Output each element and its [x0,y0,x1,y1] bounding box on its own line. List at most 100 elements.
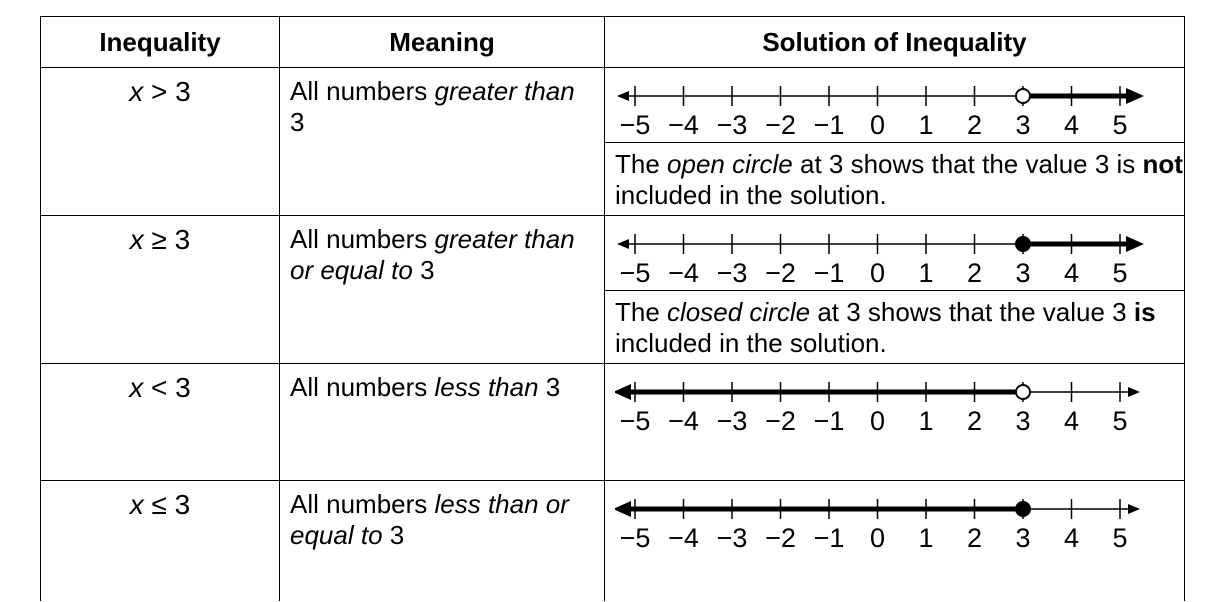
variable: x [129,489,144,520]
meaning-text: 3 [538,372,561,402]
tick-label: −5 [620,258,651,288]
meaning-emphasis: greater than [434,76,575,106]
tick-label: −4 [668,523,699,553]
meaning-emphasis: greater than or equal to [290,224,575,285]
tick-label: −4 [668,110,699,140]
meaning-emphasis: less than or equal to [290,489,569,550]
tick-label: 5 [1112,523,1127,553]
tick-label: 0 [870,406,885,436]
meaning-text: 3 [382,520,405,550]
note-text: The [615,149,668,179]
inequality-cell: x ≥ 3 [40,215,280,364]
inequality-operator: ≥ 3 [143,224,191,255]
solution-arrow [1126,88,1144,104]
inequality-cell: x > 3 [40,67,280,216]
tick-label: 4 [1064,523,1079,553]
tick-label: −1 [814,523,845,553]
tick-label: 3 [1015,110,1030,140]
solution-arrow [615,501,631,517]
note-text: included in the solution. [615,328,887,358]
tick-label: 5 [1112,258,1127,288]
variable: x [129,224,144,255]
tick-label: −2 [765,110,796,140]
meaning-text: All numbers [290,489,435,519]
tick-label: 2 [967,110,982,140]
solution-cell: −5 −4 −3 −2 −1 0 1 2 3 4 5 The closed circle at 3 … [604,215,1185,364]
tick-label: −3 [717,110,748,140]
tick-label: 2 [967,523,982,553]
axis-arrow-right [1128,387,1140,397]
solution-arrow [615,384,631,400]
note-text: included in the solution. [615,180,887,210]
note-strong: is [1133,297,1156,327]
tick-label: 1 [918,258,933,288]
note-text: at 3 shows that the value 3 is [792,149,1143,179]
meaning-cell: All numbers less than or equal to 3 [279,480,605,601]
meaning-cell: All numbers less than 3 [279,363,605,481]
tick-label: −5 [620,523,651,553]
closed-circle [1015,501,1031,517]
note-strong: not [1142,149,1183,179]
tick-label: 4 [1064,258,1079,288]
number-line: −5 −4 −3 −2 −1 0 1 2 3 4 5 [617,234,1144,288]
note-emphasis: closed circle [667,297,811,327]
table-row: x > 3 All numbers greater than 3 −5−4−3−… [40,67,1185,216]
axis-arrow-left [617,239,629,249]
tick-label: −4 [668,258,699,288]
tick-label: 3 [1015,406,1030,436]
meaning-text: All numbers [290,76,435,106]
meaning-cell: All numbers greater than 3 [279,67,605,216]
tick-label: −1 [814,110,845,140]
inequality-operator: > 3 [143,76,191,107]
header-meaning: Meaning [279,16,605,68]
tick-label: 3 [1015,258,1030,288]
tick-label: 1 [918,523,933,553]
note-text: The [615,297,668,327]
tick-label: 5 [1112,406,1127,436]
tick-label: 0 [870,258,885,288]
note-text: at 3 shows that the value 3 [810,297,1134,327]
table-row: x ≥ 3 All numbers greater than or equal … [40,215,1185,364]
header-inequality: Inequality [40,16,280,68]
inequality-operator: < 3 [143,372,191,403]
axis-arrow-right [1128,504,1140,514]
tick-label: −5 [620,110,651,140]
meaning-text: 3 [290,107,305,137]
meaning-text: 3 [412,255,435,285]
tick-label: −2 [765,258,796,288]
tick-label: −2 [765,406,796,436]
tick-label: 4 [1064,406,1079,436]
tick-label: 5 [1112,110,1127,140]
meaning-text: All numbers [290,372,435,402]
meaning-text: All numbers [290,224,435,254]
solution-note: The closed circle at 3 shows that the va… [605,290,1184,363]
tick-label: −2 [765,523,796,553]
inequality-cell: x ≤ 3 [40,480,280,601]
note-emphasis: open circle [667,149,793,179]
variable: x [129,76,144,107]
tick-label: 1 [918,406,933,436]
meaning-emphasis: less than [434,372,539,402]
open-circle [1015,88,1031,104]
tick-label: 2 [967,258,982,288]
table-row: x ≤ 3 All numbers less than or equal to … [40,480,1185,601]
tick-label: 4 [1064,110,1079,140]
tick-label: 2 [967,406,982,436]
axis-arrow-left [617,91,629,101]
tick-label: 0 [870,523,885,553]
tick-label: 1 [918,110,933,140]
table-row: x < 3 All numbers less than 3 −5−4−3−2−1… [40,363,1185,481]
inequality-cell: x < 3 [40,363,280,481]
inequality-table: Inequality Meaning Solution of Inequalit… [40,16,1185,601]
tick-label: −1 [814,406,845,436]
solution-note: The open circle at 3 shows that the valu… [605,142,1184,215]
tick-label: −3 [717,258,748,288]
tick-label: 3 [1015,523,1030,553]
tick-label: −5 [620,406,651,436]
header-solution: Solution of Inequality [604,16,1185,68]
tick-label: −1 [814,258,845,288]
closed-circle [1015,236,1031,252]
